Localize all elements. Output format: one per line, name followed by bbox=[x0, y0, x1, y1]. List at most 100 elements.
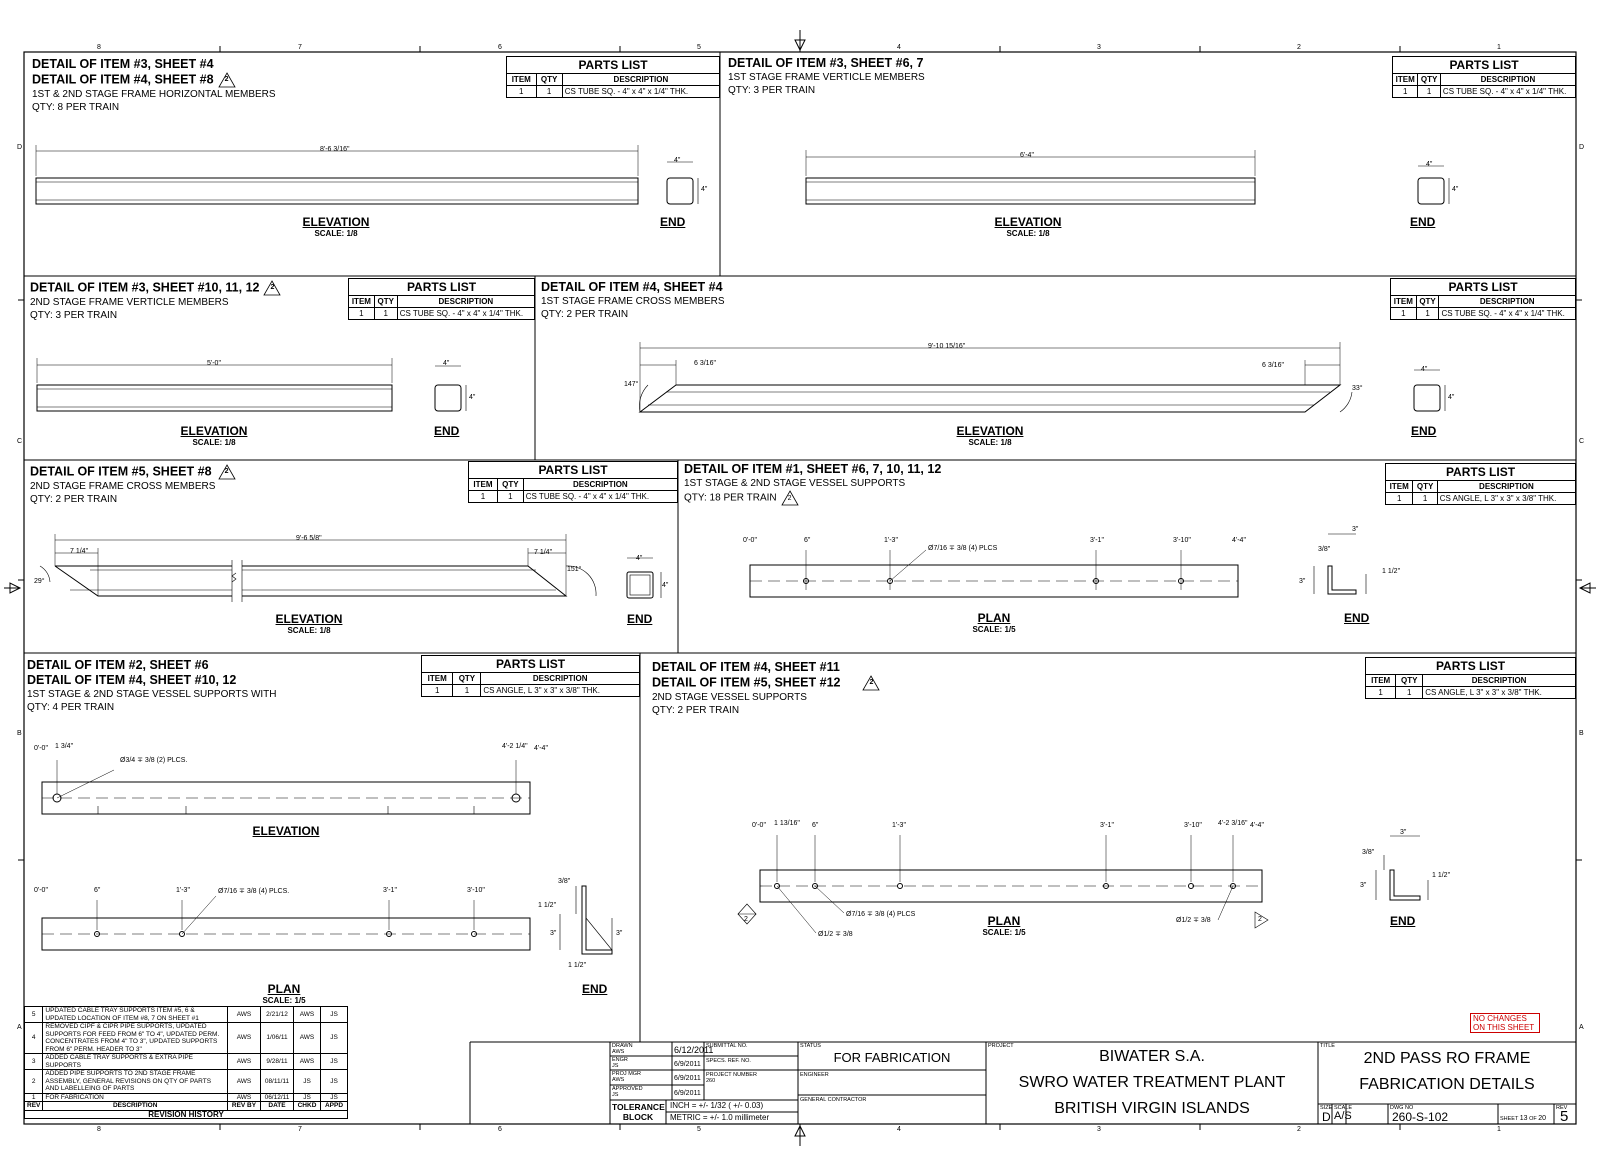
tb-label: PROJ MGR bbox=[612, 1071, 642, 1077]
dim-left: 7 1/4" bbox=[70, 548, 89, 555]
revision-triangle-icon: 2 bbox=[862, 675, 881, 691]
end-gauge: 1 1/2" bbox=[1382, 568, 1401, 575]
grid-col-label: 2 bbox=[1297, 1126, 1301, 1133]
detail-subtitle: 2ND STAGE FRAME CROSS MEMBERS bbox=[30, 481, 216, 492]
detail-title: DETAIL OF ITEM #4, SHEET #4 bbox=[541, 280, 723, 294]
detail-d-header: DETAIL OF ITEM #4, SHEET #4 1ST STAGE FR… bbox=[541, 280, 725, 321]
grid-col-label: 3 bbox=[1097, 1126, 1101, 1133]
end-gauge: 1 1/2" bbox=[538, 902, 557, 909]
tb-value: 6/9/2011 bbox=[674, 1075, 701, 1082]
dim-right: 6 3/16" bbox=[1262, 362, 1284, 369]
tb-label: SUBMITTAL NO. bbox=[706, 1043, 748, 1049]
tolerance-block-label: TOLERANCE BLOCK bbox=[612, 1102, 665, 1122]
detail-title: DETAIL OF ITEM #3, SHEET #6, 7 bbox=[728, 56, 924, 70]
col-item: ITEM bbox=[420, 672, 454, 685]
dim-length: 5'-0" bbox=[207, 360, 221, 367]
dim-tick: 4'-2 3/16" bbox=[1218, 820, 1248, 827]
dim-tick: 3'-10" bbox=[467, 887, 485, 894]
parts-list-title: PARTS LIST bbox=[1365, 657, 1576, 674]
col-desc: DESCRIPTION bbox=[1422, 674, 1576, 687]
drawing-number: 260-S-102 bbox=[1392, 1110, 1449, 1124]
parts-list-title: PARTS LIST bbox=[348, 278, 535, 295]
end-width: 3" bbox=[1352, 526, 1359, 533]
dim-height: 4" bbox=[1448, 394, 1455, 401]
cell-desc: CS TUBE SQ. - 4" x 4" x 1/4" THK. bbox=[1438, 307, 1576, 320]
revision-desc: ADDED PIPE SUPPORTS TO 2ND STAGE FRAME A… bbox=[42, 1069, 228, 1094]
hole-note-left: Ø1/2 ∓ 3/8 bbox=[818, 931, 853, 938]
end-width: 3" bbox=[1400, 829, 1407, 836]
cell-desc: CS TUBE SQ. - 4" x 4" x 1/4" THK. bbox=[561, 85, 721, 98]
end-gauge: 1 1/2" bbox=[568, 962, 587, 969]
detail-e-end bbox=[626, 557, 662, 599]
cell-item: 1 bbox=[420, 684, 454, 697]
tb-value: JS bbox=[612, 1063, 619, 1069]
detail-b-end bbox=[1417, 165, 1450, 205]
dim-tick: 3'-1" bbox=[383, 887, 397, 894]
tb-label: DWG NO bbox=[1390, 1105, 1414, 1111]
dim-length: 6'-4" bbox=[1020, 152, 1034, 159]
detail-subtitle: 1ST STAGE FRAME CROSS MEMBERS bbox=[541, 296, 725, 307]
tb-value: 6/12/2011 bbox=[674, 1045, 714, 1055]
grid-col-label: 1 bbox=[1497, 1126, 1501, 1133]
grid-col-label: 7 bbox=[298, 1126, 302, 1133]
col-qty: QTY bbox=[452, 672, 482, 685]
detail-g-header: DETAIL OF ITEM #2, SHEET #6 DETAIL OF IT… bbox=[27, 658, 277, 714]
hole-note: Ø3/4 ∓ 3/8 (2) PLCS. bbox=[120, 757, 188, 764]
detail-qty: QTY: 8 PER TRAIN bbox=[32, 102, 120, 113]
dim-tick: 6" bbox=[94, 887, 101, 894]
end-gauge: 1 1/2" bbox=[1432, 872, 1451, 879]
revision-triangle-icon: 2 bbox=[217, 72, 236, 88]
hole-note: Ø7/16 ∓ 3/8 (4) PLCS bbox=[928, 545, 998, 552]
grid-col-label: 4 bbox=[897, 44, 901, 51]
view-label-end: END bbox=[660, 215, 686, 229]
dim-tick: 3'-10" bbox=[1173, 537, 1191, 544]
dim-width: 4" bbox=[443, 360, 450, 367]
revision-rev: 1 bbox=[23, 1092, 44, 1102]
detail-qty: QTY: 4 PER TRAIN bbox=[27, 702, 115, 713]
tolerance-inch: INCH = +/- 1/32 ( +/- 0.03) bbox=[670, 1101, 764, 1110]
rev-col-header: REV bbox=[23, 1101, 44, 1111]
detail-title: DETAIL OF ITEM #4, SHEET #11 bbox=[652, 660, 840, 674]
cell-item: 1 bbox=[1384, 492, 1414, 505]
rev-col-header: CHKD bbox=[293, 1101, 321, 1111]
col-desc: DESCRIPTION bbox=[1438, 295, 1576, 308]
view-label: PLAN SCALE: 1/5 bbox=[972, 611, 1016, 634]
revision-by: AWS bbox=[227, 1022, 261, 1054]
revision-appd: JS bbox=[320, 1069, 348, 1094]
angle-right: 151° bbox=[567, 566, 582, 573]
grid-col-label: 5 bbox=[697, 44, 701, 51]
dim-tick: 4'-4" bbox=[1232, 537, 1246, 544]
revision-by: AWS bbox=[227, 1006, 261, 1023]
project-name: BIWATER S.A. bbox=[1099, 1048, 1205, 1065]
dim-tick: 1'-3" bbox=[176, 887, 190, 894]
detail-qty: QTY: 2 PER TRAIN bbox=[652, 705, 740, 716]
detail-d-end bbox=[1413, 369, 1446, 412]
revision-by: AWS bbox=[227, 1053, 261, 1070]
tb-label: DRAWN bbox=[612, 1043, 633, 1049]
grid-row-label: D bbox=[17, 144, 23, 151]
detail-d-elevation bbox=[638, 342, 1353, 413]
angle-left: 29° bbox=[34, 578, 45, 585]
dim-tick: 1'-3" bbox=[884, 537, 898, 544]
tb-label: ENGINEER bbox=[800, 1072, 829, 1078]
detail-qty: QTY: 3 PER TRAIN bbox=[30, 310, 118, 321]
tb-value: 260 bbox=[706, 1078, 716, 1084]
grid-col-label: 7 bbox=[298, 44, 302, 51]
revision-chkd: AWS bbox=[293, 1006, 321, 1023]
detail-a-header: DETAIL OF ITEM #3, SHEET #4 DETAIL OF IT… bbox=[32, 57, 276, 114]
end-height: 3" bbox=[616, 930, 623, 937]
detail-c-end bbox=[434, 365, 467, 412]
view-label: ELEVATION SCALE: 1/8 bbox=[994, 215, 1062, 238]
revision-appd: JS bbox=[320, 1022, 348, 1054]
revision-chkd: JS bbox=[293, 1092, 321, 1102]
col-desc: DESCRIPTION bbox=[561, 73, 721, 86]
revision-triangle-icon: 2 bbox=[217, 464, 236, 480]
grid-row-label: A bbox=[17, 1024, 22, 1031]
detail-title: DETAIL OF ITEM #2, SHEET #6 bbox=[27, 658, 209, 672]
